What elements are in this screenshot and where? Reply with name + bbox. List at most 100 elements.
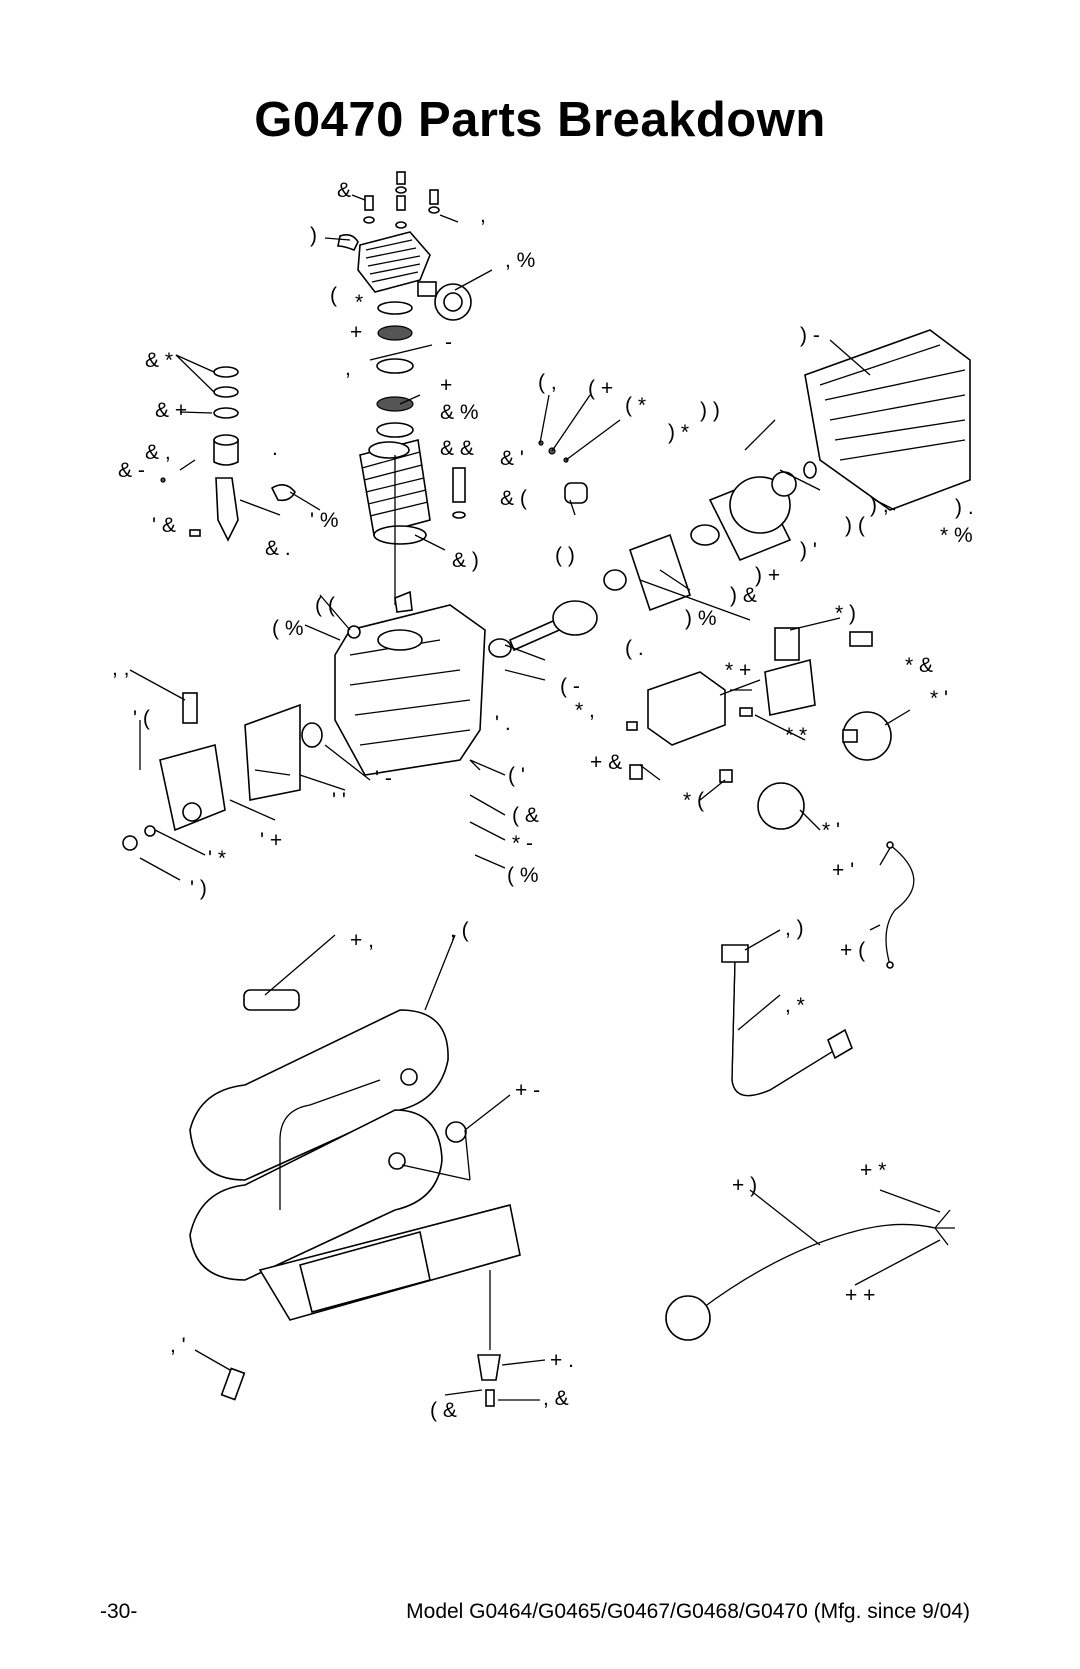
callout-label: ) ( [845,514,865,537]
callout-label: & % [440,401,479,424]
callout-label: + ( [840,939,866,962]
callout-label: ( ) [555,544,575,567]
callout-label: ' % [310,509,339,532]
callout-label: ' * [208,847,227,870]
callout-label: * [355,291,364,314]
crankshaft [508,569,627,652]
callout-label: + ' [832,859,855,882]
callout-label: ) % [685,607,717,630]
pressure-switch [626,671,753,783]
callout-label: & [337,179,352,202]
callout-label: ) , [870,494,889,517]
callout-label: , * [785,994,805,1017]
callout-label: * ( [683,789,704,812]
callout-label: ) [310,224,317,247]
callout-label: ) . [955,496,974,519]
cylinder [359,439,431,545]
leader-lines [129,194,941,1401]
callout-label: & , [145,441,171,464]
callout-label: ' ' [332,789,346,812]
piston-assembly [160,366,296,542]
page-number: -30- [100,1600,138,1623]
callout-label: ' - [375,767,392,790]
callout-label: * ' [930,687,949,710]
motor-shroud [804,329,971,511]
callout-label: * % [940,524,973,547]
callout-label: ( - [560,675,580,698]
capacitor [538,440,588,504]
callout-label: & & [440,437,474,460]
callout-label: ( ' [508,764,525,787]
discharge-tube [721,944,853,1097]
callout-label: , ' [170,1334,186,1357]
callout-label: , [480,204,486,227]
callout-label: & + [155,399,188,422]
callout-label: ( % [272,617,304,640]
callout-label: ' & [152,514,176,537]
power-cord [665,1209,955,1341]
callout-label: , ( [450,919,469,942]
callout-label: + * [860,1159,887,1182]
unloader-tube [885,841,915,969]
cylinder-head [337,231,472,321]
callout-label: , & [543,1387,569,1410]
callout-label: ) ' [800,539,817,562]
callout-label: ( ( [315,594,335,617]
callout-label: ) + [755,564,781,587]
model-footer: Model G0464/G0465/G0467/G0468/G0470 (Mfg… [406,1600,970,1623]
callout-label: ) ) [700,399,720,422]
side-cover [122,692,301,851]
callout-label: + ) [732,1174,758,1197]
callout-label: & . [265,537,291,560]
twin-tanks [189,989,521,1350]
callout-label: ( , [538,371,557,394]
callout-label: ( + [588,377,614,400]
callout-label: + & [590,751,623,774]
callout-label: + [350,321,363,344]
callout-label: + [440,374,453,397]
callout-label: , , [112,657,130,680]
page-title: G0470 Parts Breakdown [254,93,826,147]
motor-rotor-fan [628,419,817,612]
callout-label: & ' [500,447,524,470]
callout-label: * ) [835,602,856,625]
callout-label: ( % [507,864,539,887]
callout-label: , % [505,249,536,272]
callout-label: . [272,437,278,460]
callout-label: ) - [800,324,820,347]
valve-plate-stack [376,301,414,438]
callout-label: ( & [512,804,539,827]
head-bolts [363,171,440,229]
callout-label: + - [515,1079,541,1102]
callout-label: ( & [430,1399,457,1422]
callout-label: & - [118,459,145,482]
callout-label: ' + [260,829,283,852]
regulator [764,627,873,716]
callout-label: ( . [625,637,644,660]
callout-label: , [345,357,351,380]
callout-label: ) & [730,584,757,607]
callout-label: ( * [625,394,646,417]
gauges [757,711,892,830]
callout-label: + . [550,1349,574,1372]
callout-label: + + [845,1284,876,1307]
callout-label: & * [145,349,174,372]
callout-label: - [445,331,452,354]
callout-label: & ) [452,549,479,572]
callout-label: * - [512,832,533,855]
callout-label: * , [575,699,595,722]
callout-label: & ( [500,487,527,510]
callout-label: * + [725,659,752,682]
callout-label: ' . [495,712,511,735]
callout-label: ( [330,284,337,307]
callout-label: ' ) [190,877,207,900]
callout-label: ) * [668,421,689,444]
crankcase [301,455,512,776]
callout-label: * ' [822,819,841,842]
cylinder-bolt [452,467,466,519]
callout-label: + , [350,929,374,952]
callout-label: * & [905,654,934,677]
callout-label: * * [785,724,808,747]
callout-label: ' ( [133,707,150,730]
